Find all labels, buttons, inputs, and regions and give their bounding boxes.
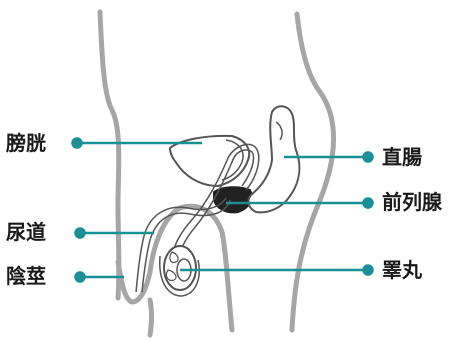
leader-urethra-dot <box>76 229 85 238</box>
rectum-shape <box>249 106 300 212</box>
leader-penis-dot <box>76 273 85 282</box>
prostate-shape <box>214 187 252 212</box>
label-prostate: 前列腺 <box>382 192 442 212</box>
label-testicle: 睪丸 <box>382 260 422 280</box>
leader-testicle-dot <box>364 266 373 275</box>
leader-bladder-dot <box>73 139 82 148</box>
body-outline-front <box>100 12 119 298</box>
label-urethra: 尿道 <box>6 222 46 242</box>
label-penis: 陰莖 <box>6 266 46 286</box>
label-bladder: 膀胱 <box>6 133 46 153</box>
label-rectum: 直腸 <box>382 147 422 167</box>
leader-prostate-dot <box>364 199 373 208</box>
leader-rectum-dot <box>364 153 373 162</box>
thigh-outline <box>150 300 152 335</box>
